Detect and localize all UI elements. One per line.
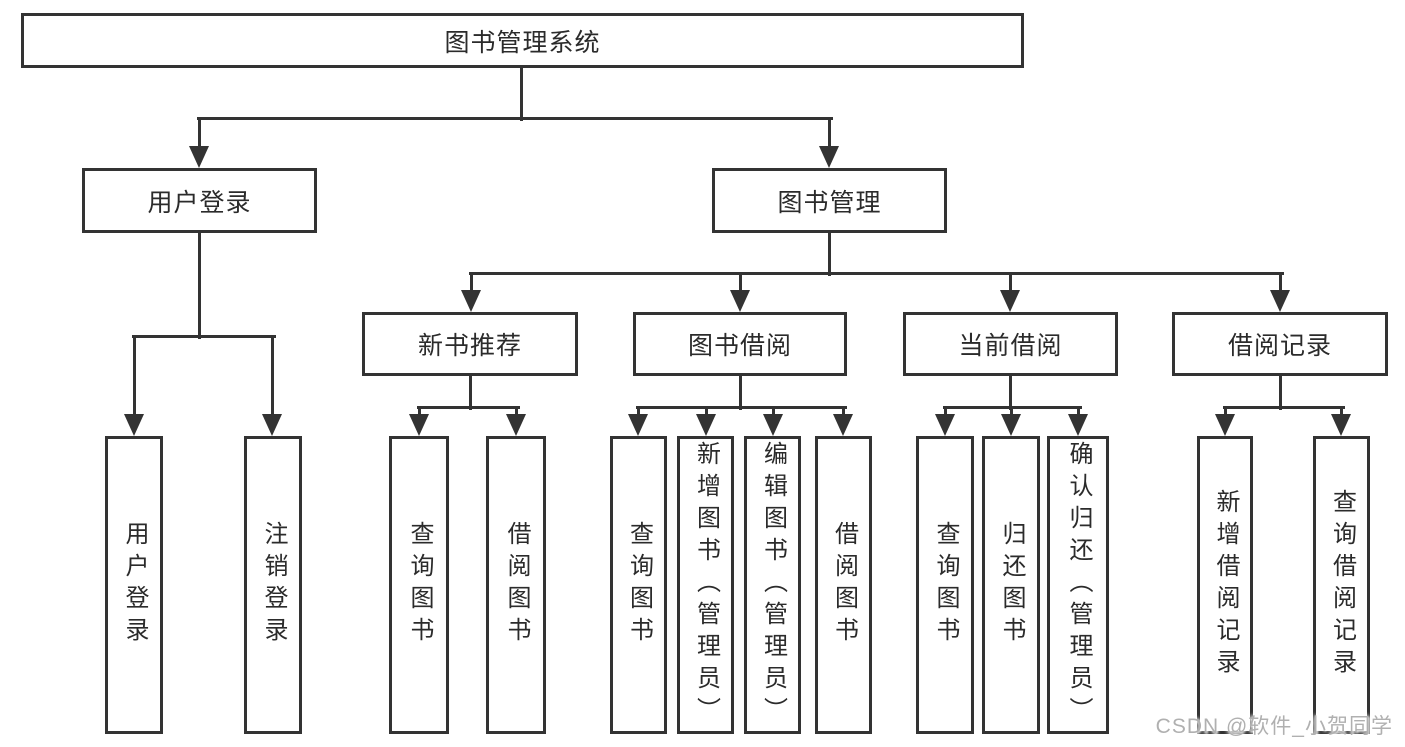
arrow-down-icon [1270,290,1290,312]
leaf-label: 归还图书 [998,521,1025,649]
watermark: CSDN @软件_小贺同学 [1155,715,1393,738]
leaf-query-borrow-record: 查询借阅记录 [1313,436,1370,734]
leaf-label: 确认归还（管理员） [1065,441,1092,729]
connector-line [514,407,518,416]
connector-line [270,336,274,416]
connector-line [197,116,833,120]
leaf-label: 查询图书 [625,521,653,649]
connector-line [771,407,775,416]
leaf-query-books: 查询图书 [916,436,974,734]
node-book-borrow: 图书借阅 [633,312,847,376]
arrow-down-icon [1331,414,1351,436]
leaf-label: 新增图书（管理员） [692,441,720,729]
connector-line [132,336,136,416]
node-label: 新书推荐 [417,332,522,360]
arrow-down-icon [763,414,783,436]
arrow-down-icon [506,414,526,436]
connector-line [469,273,473,294]
arrow-down-icon [461,290,481,312]
node-label: 用户登录 [147,188,252,217]
leaf-label: 查询图书 [932,521,959,649]
connector-line [132,334,276,338]
node-label: 当前借阅 [958,332,1063,360]
leaf-label: 编辑图书（管理员） [759,441,787,729]
connector-line [738,376,742,410]
connector-line [704,407,708,416]
arrow-down-icon [628,414,648,436]
node-book-management: 图书管理 [712,168,947,233]
arrow-down-icon [189,146,209,168]
connector-line [738,273,742,294]
leaf-user-login: 用户登录 [105,436,163,734]
arrow-down-icon [935,414,955,436]
connector-line [1339,407,1343,416]
leaf-label: 用户登录 [121,521,148,649]
leaf-add-borrow-record: 新增借阅记录 [1197,436,1253,734]
connector-line [841,407,845,416]
connector-line [1223,407,1227,416]
connector-line [417,407,421,416]
arrow-down-icon [730,290,750,312]
leaf-query-books: 查询图书 [610,436,667,734]
arrow-down-icon [124,414,144,436]
arrow-down-icon [409,414,429,436]
leaf-borrow-books: 借阅图书 [815,436,872,734]
connector-line [1278,273,1282,294]
arrow-down-icon [1001,414,1021,436]
connector-line [1009,407,1013,416]
leaf-logout: 注销登录 [244,436,302,734]
leaf-confirm-return-admin: 确认归还（管理员） [1047,436,1109,734]
connector-line [827,233,831,276]
leaf-label: 查询图书 [406,521,433,649]
leaf-return-book: 归还图书 [982,436,1040,734]
leaf-add-book-admin: 新增图书（管理员） [677,436,734,734]
arrow-down-icon [819,146,839,168]
arrow-down-icon [1068,414,1088,436]
arrow-down-icon [696,414,716,436]
leaf-label: 查询借阅记录 [1328,489,1356,681]
leaf-edit-book-admin: 编辑图书（管理员） [744,436,801,734]
connector-line [1278,376,1282,410]
connector-line [1008,376,1012,410]
leaf-label: 借阅图书 [503,521,530,649]
node-new-book-recommend: 新书推荐 [362,312,578,376]
connector-line [519,68,523,121]
arrow-down-icon [833,414,853,436]
connector-line [636,407,640,416]
node-label: 图书管理 [777,188,882,217]
node-borrow-records: 借阅记录 [1172,312,1388,376]
leaf-query-books: 查询图书 [389,436,449,734]
node-label: 图书借阅 [687,332,792,360]
leaf-label: 注销登录 [260,521,287,649]
connector-line [469,271,1284,275]
node-root: 图书管理系统 [21,13,1024,68]
node-current-borrow: 当前借阅 [903,312,1118,376]
connector-line [636,405,847,409]
arrow-down-icon [1215,414,1235,436]
connector-line [1076,407,1080,416]
node-label: 借阅记录 [1227,332,1332,360]
connector-line [468,376,472,410]
arrow-down-icon [1000,290,1020,312]
arrow-down-icon [262,414,282,436]
connector-line [1223,405,1345,409]
connector-line [197,233,201,339]
connector-line [827,118,831,152]
node-label: 图书管理系统 [444,28,601,57]
leaf-label: 借阅图书 [830,521,858,649]
node-user-login: 用户登录 [82,168,317,233]
connector-line [943,405,1082,409]
connector-line [1008,273,1012,294]
leaf-label: 新增借阅记录 [1212,489,1239,681]
connector-line [943,407,947,416]
leaf-borrow-books: 借阅图书 [486,436,546,734]
connector-line [417,405,520,409]
connector-line [197,118,201,152]
